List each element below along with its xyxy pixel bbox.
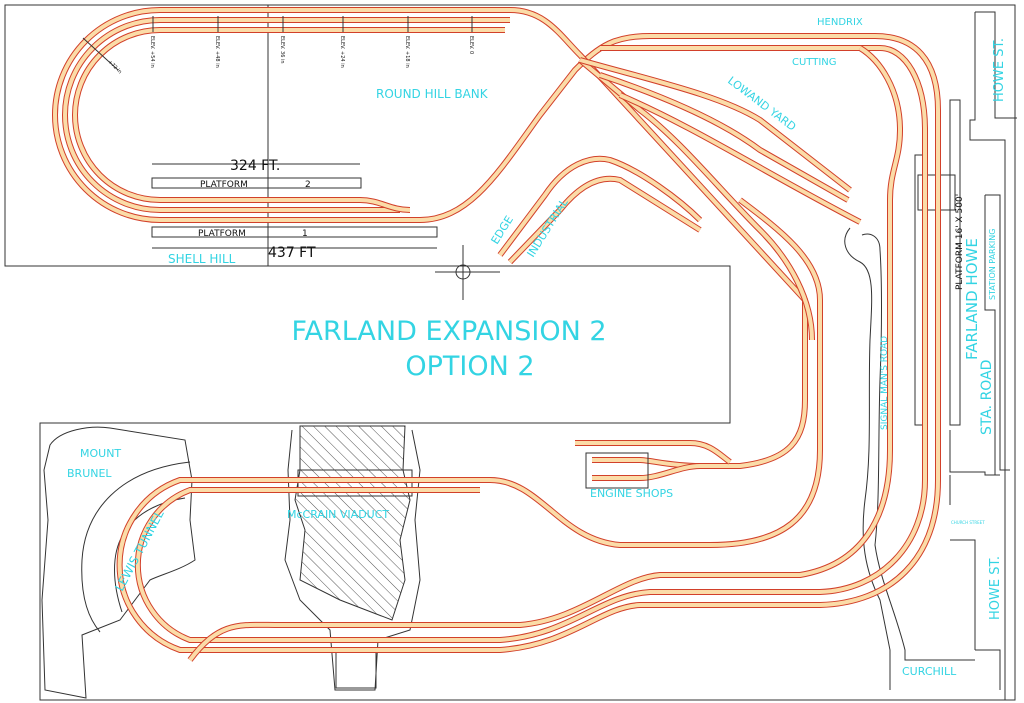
label-mccrain-viaduct: McCRAIN VIADUCT [287,508,389,521]
track-main-second-bed [135,46,927,642]
elevation-label: ELEV. 36 in [279,36,285,64]
track-loop-outer-bed [53,8,940,652]
elevation-label: ELEV. 0 [468,36,474,54]
label-signal-mans-road: SIGNAL MAN'S ROAD [880,336,890,430]
track-yard-lead-2 [578,57,815,341]
label-cutting: CUTTING [792,57,837,68]
label-brunel: BRUNEL [67,467,112,480]
track-industrial-spur-bed [508,176,702,264]
label-farland-howe: FARLAND HOWE [963,238,981,360]
platform-1-number: 1 [302,229,308,239]
lewis-tunnel-portal-arc [81,461,191,633]
track-inner-third [187,45,904,662]
label-mount: MOUNT [80,447,121,460]
elevation-markers: +72 in ELEV. +54 in ELEV. +48 in ELEV. 3… [82,16,474,75]
platform-1-dimension: 437 FT [268,245,316,261]
platform-1-label: PLATFORM [198,229,246,239]
track-loop-middle [62,17,510,213]
viaduct-ravine-hatch [294,425,411,621]
baseboard-outline [4,4,1016,701]
label-church-street: CHURCH STREET [951,520,985,525]
track-lowand-yard-2 [599,72,850,203]
elevation-label: ELEV. +48 in [214,36,220,68]
platform-1-group: PLATFORM 1 437 FT [151,226,438,261]
label-hendrix: HENDRIX [817,17,863,28]
signal-mans-road-outline [844,227,975,690]
station-platform-label: PLATFORM 16' X 500' [955,194,965,290]
label-station-parking: STATION PARKING [988,229,997,300]
platform-2-group: 324 FT. PLATFORM 2 [151,158,362,190]
track-lowand-yard-2-bed [599,73,849,202]
elevation-label: ELEV. +54 in [149,36,155,68]
track-inner-third-bed [188,46,903,662]
track-yard-lead-2-bed [578,58,814,341]
track-network [52,7,941,662]
platform-1 [151,226,438,238]
platform-2-dimension: 324 FT. [230,158,280,174]
label-industrial: INDUSTRIAL [525,196,572,260]
track-yard-lead-1-bed [509,8,807,468]
plan-title: FARLAND EXPANSION 2 [291,316,606,347]
track-edge-spur-bed [498,156,702,257]
track-lowand-yard-3-bed [619,93,861,224]
label-howe-st-bottom: HOWE ST. [988,556,1003,620]
track-lowand-yard-1-bed [579,58,852,192]
elevation-label: ELEV. +18 in [404,36,410,68]
lower-bridge-structure [335,647,377,689]
track-loop-middle-bed [63,18,510,212]
track-engine-shop-headshunt-bed [575,441,732,464]
elevation-label: +72 in [107,59,123,75]
plan-subtitle: OPTION 2 [405,351,534,382]
label-howe-st-top: HOWE ST. [992,38,1007,102]
crosshair-marker [435,245,500,300]
mount-brunel-outline [41,426,196,699]
label-curchill: CURCHILL [902,665,957,678]
platform-2-number: 2 [305,180,311,190]
platform-2 [151,177,362,189]
lewis-tunnel-inner-arc [114,497,186,613]
label-shell-hill: SHELL HILL [168,252,236,266]
label-engine-shops: ENGINE SHOPS [590,487,673,500]
elevation-label: ELEV. +24 in [339,36,345,68]
track-loop-inner [72,27,505,213]
label-sta-road: STA. ROAD [979,360,995,435]
engine-shops-building [585,452,649,489]
platform-2-label: PLATFORM [200,180,248,190]
label-round-hill-bank: ROUND HILL BANK [376,87,489,101]
viaduct-valley-outline [284,429,421,691]
track-loop-inner-bed [73,28,505,212]
track-engine-shop-2-bed [592,464,701,480]
